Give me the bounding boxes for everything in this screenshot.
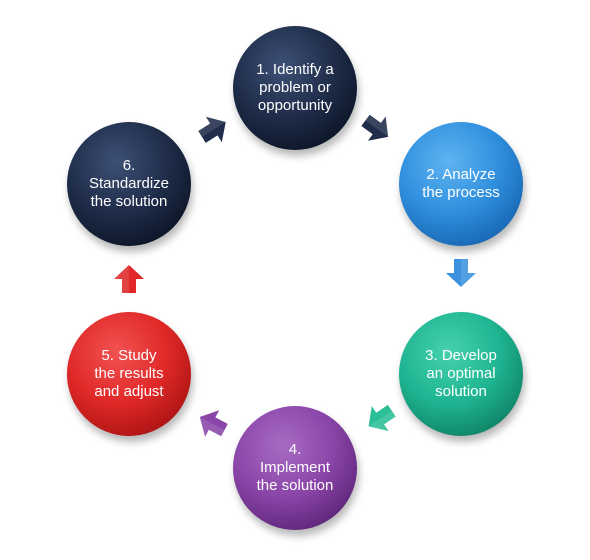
step-4-circle (233, 406, 357, 530)
step-1-circle (233, 26, 357, 150)
step-5-circle (67, 312, 191, 436)
arrow-4-to-5 (199, 410, 228, 437)
step-2-circle (399, 122, 523, 246)
step-3-circle (399, 312, 523, 436)
step-6-circle (67, 122, 191, 246)
arrow-6-to-1 (198, 116, 226, 143)
arrow-5-to-6 (114, 265, 144, 293)
arrow-2-to-3 (446, 259, 476, 287)
arrow-1-to-2 (361, 114, 389, 141)
arrow-3-to-4 (368, 404, 396, 431)
